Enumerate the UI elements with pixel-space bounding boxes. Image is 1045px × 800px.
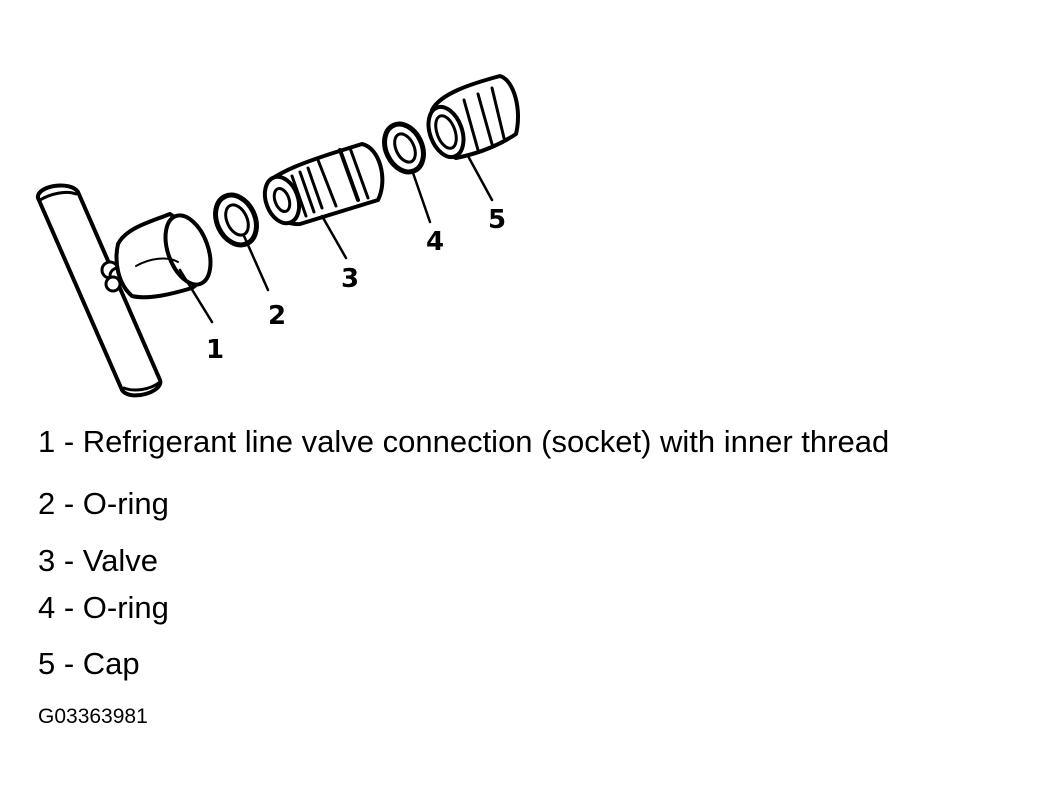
part-2-o-ring [213, 192, 259, 248]
legend-item-5: 5 - Cap [38, 646, 140, 681]
callout-4: 4 [426, 227, 444, 257]
callout-1: 1 [206, 335, 224, 365]
refrigerant-line-tube [36, 183, 163, 398]
callout-3: 3 [341, 264, 359, 294]
leader-lines [178, 154, 494, 324]
part-1-socket-connection [100, 212, 213, 300]
leader-line-1 [178, 268, 214, 324]
legend-item-3: 3 - Valve [38, 543, 159, 578]
leader-line-4 [410, 168, 432, 224]
leader-line-5 [466, 154, 494, 202]
legend-item-4: 4 - O-ring [38, 590, 169, 625]
figure-code: G03363981 [38, 705, 148, 728]
legend-item-1: 1 - Refrigerant line valve connection (s… [38, 424, 890, 459]
part-5-cap [426, 74, 521, 160]
callout-5: 5 [488, 205, 506, 235]
part-3-valve [262, 142, 385, 227]
legend-item-2: 2 - O-ring [38, 486, 169, 521]
exploded-view-diagram: 1 2 3 4 5 [36, 74, 521, 398]
leader-line-2 [242, 234, 270, 292]
leader-line-3 [320, 214, 348, 260]
part-4-o-ring [382, 121, 426, 175]
callout-2: 2 [268, 301, 286, 331]
